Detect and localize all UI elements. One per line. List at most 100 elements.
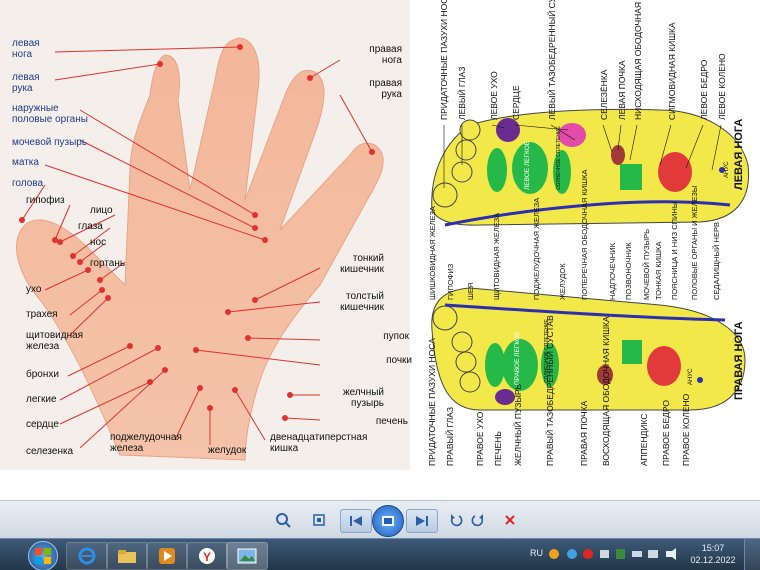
organ-left-lung bbox=[512, 142, 548, 194]
foot-middle-label-2: ШЕЯ bbox=[466, 282, 475, 300]
taskbar-media-player[interactable] bbox=[146, 542, 188, 570]
media-player-icon bbox=[159, 548, 175, 564]
foot-bottom-label-9: ПРАВОЕ БЕДРО bbox=[661, 399, 671, 466]
hand-label-pupok: пупок bbox=[383, 331, 409, 342]
taskbar-ie[interactable] bbox=[66, 542, 108, 570]
hand-label-litso: лицо bbox=[90, 205, 113, 216]
taskbar: Y RU 15:07 02.12.2022 bbox=[0, 538, 760, 570]
pointer-line bbox=[44, 164, 266, 241]
taskbar-yandex[interactable]: Y bbox=[186, 542, 228, 570]
foot-top-label-9: ЛЕВОЕ БЕДРО bbox=[699, 59, 709, 120]
foot-top-label-10: ЛЕВОЕ КОЛЕНО bbox=[717, 53, 727, 120]
pointer-dot bbox=[77, 259, 83, 265]
foot-middle-label-10: ТОНКАЯ КИШКА bbox=[654, 241, 663, 300]
pointer-dot bbox=[245, 335, 251, 341]
foot-middle-label-11: ПОЯСНИЦА И НИЗ СПИНЫ bbox=[670, 201, 679, 300]
pointer-line bbox=[174, 387, 201, 441]
hand-label-serdtse: сердце bbox=[26, 419, 59, 430]
foot-middle-label-4: ПОДЖЕЛУДОЧНАЯ ЖЕЛЕЗА bbox=[532, 197, 541, 300]
pointer-dot bbox=[232, 387, 238, 393]
pointer-dot bbox=[193, 347, 199, 353]
taskbar-photo-viewer[interactable] bbox=[226, 542, 268, 570]
foot-leader-lines bbox=[443, 124, 722, 188]
clock-date: 02.12.2022 bbox=[690, 555, 736, 565]
reflexology-chart: ЛЕВАЯ НОГА ПРАВАЯ НОГА ЛЕВОЕ ЛЕГКОЕ ПРАВ… bbox=[0, 0, 760, 505]
hand-label-pochki: почки bbox=[386, 355, 412, 366]
pointer-dot bbox=[147, 379, 153, 385]
rotate-right-icon bbox=[471, 514, 484, 527]
pointer-dot bbox=[99, 287, 105, 293]
anus-marker bbox=[697, 377, 703, 383]
foot-bottom-label-0: ПРИДАТОЧНЫЕ ПАЗУХИ НОСА bbox=[427, 338, 437, 466]
anus-label-top: АНУС bbox=[724, 161, 730, 178]
foot-leader bbox=[629, 124, 638, 161]
previous-button[interactable] bbox=[340, 509, 372, 533]
pointer-dot bbox=[282, 415, 288, 421]
pointer-dot bbox=[97, 277, 103, 283]
solar-plexus-label-bottom: СОЛНЕЧНОЕ СПЛЕТЕНИЕ bbox=[544, 318, 550, 383]
pointer-dot bbox=[369, 149, 375, 155]
pointer-line bbox=[59, 381, 151, 425]
pointer-dot bbox=[252, 212, 258, 218]
foot-bottom-label-2: ПРАВОЕ УХО bbox=[475, 411, 485, 466]
show-desktop-button[interactable] bbox=[744, 539, 760, 570]
slideshow-button[interactable] bbox=[372, 505, 404, 537]
hand-label-ukho: ухо bbox=[26, 284, 42, 295]
pointer-dot bbox=[252, 297, 258, 303]
foot-leader bbox=[659, 124, 672, 166]
toe bbox=[432, 305, 458, 331]
foot-top-label-2: ЛЕВОЕ УХО bbox=[489, 71, 499, 120]
pointer-dot bbox=[225, 309, 231, 315]
pointer-line bbox=[195, 349, 321, 366]
foot-top-label-5: СЕЛЕЗЁНКА bbox=[599, 69, 609, 120]
pointer-line bbox=[59, 347, 159, 401]
organ-small-intestine bbox=[620, 164, 642, 190]
actual-size-button[interactable] bbox=[308, 509, 330, 531]
svg-text:Y: Y bbox=[203, 550, 211, 564]
rotate-left-button[interactable] bbox=[446, 509, 466, 531]
language-indicator[interactable]: RU bbox=[530, 548, 543, 558]
hand-label-zheludok: желудок bbox=[208, 445, 247, 456]
pointer-dot bbox=[127, 343, 133, 349]
organ-kidney bbox=[611, 145, 625, 165]
pointer-dot bbox=[307, 75, 313, 81]
organ-solar bbox=[541, 343, 559, 387]
hand-label-selezenka: селезенка bbox=[26, 446, 74, 457]
right-lung-label: ПРАВОЕ ЛЕГКОЕ bbox=[514, 331, 521, 385]
pointer-line bbox=[59, 214, 116, 243]
toe bbox=[455, 351, 477, 373]
photo-viewer-toolbar bbox=[0, 500, 760, 539]
pointer-dot bbox=[85, 267, 91, 273]
foot-middle-label-6: ПОПЕРЕЧНАЯ ОБОДОЧНАЯ КИШКА bbox=[580, 169, 589, 300]
organ-green bbox=[485, 343, 505, 387]
delete-button[interactable] bbox=[500, 509, 520, 531]
hand-pointer-lines bbox=[19, 44, 375, 449]
foot-middle-label-1: ГИПОФИЗ bbox=[446, 263, 455, 300]
delete-icon bbox=[505, 515, 515, 525]
taskbar-explorer[interactable] bbox=[106, 542, 148, 570]
foot-middle-label-8: ПОЗВОНОЧНИК bbox=[624, 242, 633, 300]
organ-right-lung bbox=[502, 339, 538, 391]
pointer-dot bbox=[70, 253, 76, 259]
clock[interactable]: 15:07 02.12.2022 bbox=[688, 542, 738, 566]
magnifier-icon bbox=[276, 513, 291, 528]
pointer-line bbox=[99, 261, 126, 281]
foot-bottom-label-1: ПРАВЫЙ ГЛАЗ bbox=[445, 407, 455, 466]
rotate-right-button[interactable] bbox=[468, 509, 488, 531]
organ-left-ear bbox=[496, 118, 520, 142]
feet-illustration bbox=[431, 108, 750, 411]
yandex-browser-icon: Y bbox=[199, 548, 215, 564]
pointer-dot bbox=[162, 367, 168, 373]
start-button[interactable] bbox=[28, 541, 58, 570]
pointer-line bbox=[69, 297, 109, 336]
pointer-line bbox=[234, 389, 266, 441]
zoom-button[interactable] bbox=[270, 509, 296, 531]
toe bbox=[432, 182, 458, 208]
pointer-dot bbox=[57, 239, 63, 245]
pointer-dot bbox=[197, 385, 203, 391]
next-button[interactable] bbox=[406, 509, 438, 533]
left-lung-label: ЛЕВОЕ ЛЕГКОЕ bbox=[524, 140, 531, 190]
